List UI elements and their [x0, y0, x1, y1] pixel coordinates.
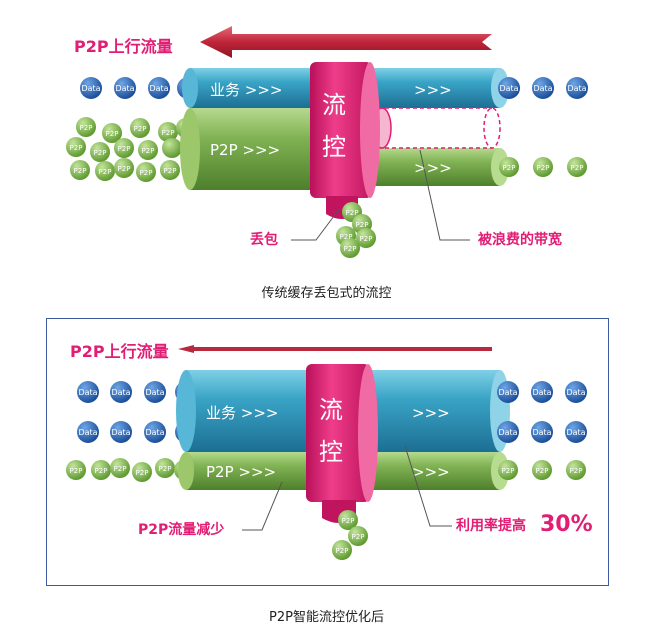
pipe-arrows-bottom-2: >>>	[412, 463, 450, 481]
svg-text:P2P: P2P	[134, 125, 147, 133]
svg-text:P2P: P2P	[136, 469, 149, 477]
svg-text:P2P: P2P	[344, 245, 357, 253]
data-balls-right-1: Data Data Data	[498, 77, 588, 99]
waste-leader-1	[419, 149, 470, 241]
svg-text:Data: Data	[532, 388, 551, 397]
svg-text:P2P: P2P	[95, 467, 108, 475]
svg-text:Data: Data	[78, 428, 97, 437]
upstream-arrow-1	[200, 26, 492, 58]
flow-valve-1	[310, 62, 380, 219]
svg-text:P2P: P2P	[164, 167, 177, 175]
svg-text:P2P: P2P	[336, 547, 349, 555]
svg-text:Data: Data	[78, 388, 97, 397]
svg-text:P2P: P2P	[342, 517, 355, 525]
svg-text:P2P: P2P	[118, 145, 131, 153]
valve-text-top-1: 流	[322, 91, 346, 119]
right-pipes-1	[370, 68, 509, 186]
util-value-2: 30%	[540, 512, 593, 537]
pipe-business-label-1: 业务 >>>	[210, 81, 282, 99]
svg-text:P2P: P2P	[352, 533, 365, 541]
svg-text:P2P: P2P	[99, 168, 112, 176]
reduce-label-2: P2P流量减少	[138, 521, 224, 538]
drop-leader-1	[291, 207, 341, 241]
util-leader-2	[404, 445, 452, 527]
left-pipes-2	[176, 370, 316, 490]
pipe-arrows-top-1: >>>	[414, 81, 452, 99]
flow-valve-2	[306, 364, 378, 523]
svg-text:Data: Data	[567, 84, 586, 93]
svg-text:P2P: P2P	[142, 147, 155, 155]
svg-text:P2P: P2P	[74, 167, 87, 175]
svg-text:Data: Data	[566, 428, 585, 437]
data-balls-right-2: Data Data Data Data Data Data	[497, 381, 587, 443]
pipe-p2p-label-1: P2P >>>	[210, 141, 280, 159]
svg-text:Data: Data	[532, 428, 551, 437]
svg-text:Data: Data	[498, 428, 517, 437]
svg-text:P2P: P2P	[94, 149, 107, 157]
valve-text-bottom-2: 控	[319, 438, 343, 466]
upstream-label-2: P2P上行流量	[70, 342, 169, 361]
left-pipes-1	[180, 68, 320, 190]
pipe-p2p-label-2: P2P >>>	[206, 463, 276, 481]
svg-text:P2P: P2P	[340, 233, 353, 241]
svg-text:Data: Data	[111, 388, 130, 397]
svg-text:P2P: P2P	[140, 169, 153, 177]
data-balls-left-1: Data Data Data	[80, 77, 199, 99]
svg-text:P2P: P2P	[536, 467, 549, 475]
pipe-arrows-bottom-1: >>>	[414, 159, 452, 177]
wasted-pipe-1	[372, 107, 501, 149]
right-pipes-2	[370, 370, 510, 490]
p2p-balls-right-2: P2P P2P P2P	[498, 460, 586, 480]
svg-text:Data: Data	[566, 388, 585, 397]
svg-text:P2P: P2P	[360, 235, 373, 243]
drop-label-1: 丢包	[250, 231, 278, 248]
p2p-balls-left-1: P2P P2P P2P P2P P2P P2P P2P P2P P2P P2P …	[66, 117, 196, 182]
svg-text:Data: Data	[533, 84, 552, 93]
pipe-business-label-2: 业务 >>>	[206, 404, 278, 422]
svg-text:P2P: P2P	[502, 467, 515, 475]
upstream-arrow-2	[178, 345, 492, 353]
waste-label-1: 被浪费的带宽	[478, 231, 562, 248]
upstream-label-1: P2P上行流量	[74, 37, 173, 56]
svg-text:P2P: P2P	[70, 467, 83, 475]
svg-text:Data: Data	[145, 428, 164, 437]
svg-text:P2P: P2P	[537, 164, 550, 172]
svg-text:P2P: P2P	[570, 467, 583, 475]
pipe-arrows-top-2: >>>	[412, 404, 450, 422]
optimized-panel-frame	[46, 318, 609, 586]
svg-text:Data: Data	[81, 84, 100, 93]
reduce-leader-2	[242, 481, 283, 531]
svg-text:Data: Data	[499, 84, 518, 93]
svg-text:Data: Data	[115, 84, 134, 93]
svg-text:P2P: P2P	[106, 130, 119, 138]
caption-optimized: P2P智能流控优化后	[269, 610, 384, 625]
caption-traditional: 传统缓存丢包式的流控	[261, 286, 392, 301]
svg-text:P2P: P2P	[346, 209, 359, 217]
util-label-2: 利用率提高	[456, 517, 526, 534]
svg-text:P2P: P2P	[503, 164, 516, 172]
svg-text:P2P: P2P	[70, 144, 83, 152]
svg-text:Data: Data	[145, 388, 164, 397]
dropped-packets-1: P2P P2P P2P P2P P2P	[336, 202, 376, 258]
svg-text:P2P: P2P	[118, 165, 131, 173]
svg-text:P2P: P2P	[571, 164, 584, 172]
p2p-balls-right-1: P2P P2P P2P	[499, 157, 587, 177]
svg-text:Data: Data	[111, 428, 130, 437]
svg-text:P2P: P2P	[80, 124, 93, 132]
svg-text:Data: Data	[149, 84, 168, 93]
svg-text:P2P: P2P	[162, 129, 175, 137]
dropped-packets-2: P2P P2P P2P	[332, 510, 368, 560]
valve-text-bottom-1: 控	[322, 133, 346, 161]
svg-text:P2P: P2P	[356, 221, 369, 229]
svg-text:P2P: P2P	[159, 465, 172, 473]
svg-text:P2P: P2P	[114, 465, 127, 473]
valve-text-top-2: 流	[319, 396, 343, 424]
svg-text:Data: Data	[498, 388, 517, 397]
